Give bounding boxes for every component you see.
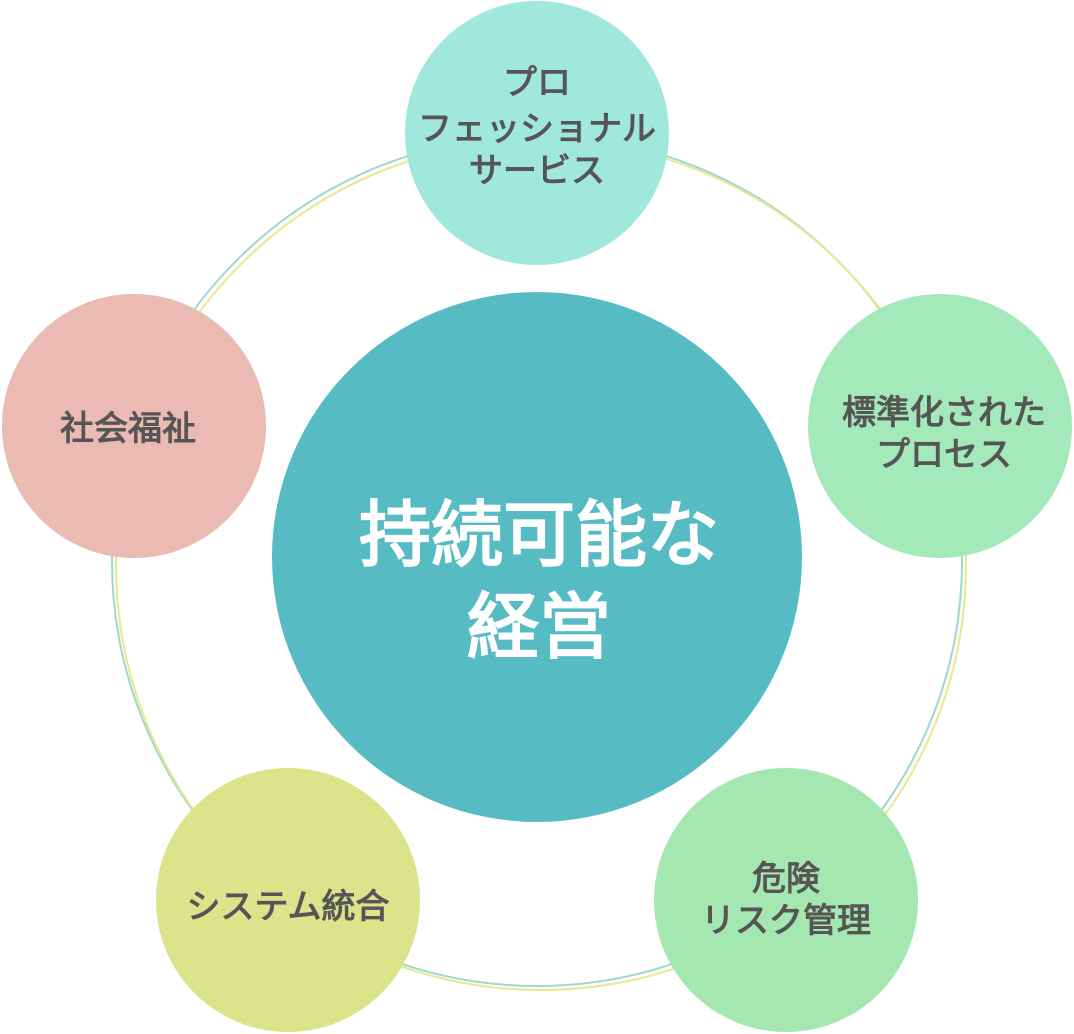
- node-label-line-2: フェッショナル: [418, 109, 656, 149]
- node-label-line-2: プロセス: [876, 435, 1012, 475]
- node-social-welfare: 社会福祉: [2, 294, 266, 558]
- center-circle: [272, 292, 802, 822]
- node-professional-services: プロ フェッショナル サービス: [405, 1, 669, 265]
- node-label-line-1: プロ: [503, 63, 571, 103]
- node-label-line-1: 危険: [752, 859, 821, 899]
- node-label-line-1: システム統合: [187, 887, 390, 927]
- node-circle: [405, 1, 669, 265]
- center-label-line-1: 持続可能な: [359, 493, 719, 577]
- node-standardized-process: 標準化された プロセス: [808, 294, 1072, 558]
- node-circle: [2, 294, 266, 558]
- node-label-line-2: リスク管理: [701, 901, 871, 941]
- node-circle: [156, 768, 420, 1032]
- center-label-line-2: 経営: [467, 585, 611, 669]
- node-circle: [654, 768, 918, 1032]
- node-risk-management: 危険 リスク管理: [654, 768, 918, 1032]
- node-circle: [808, 294, 1072, 558]
- node-system-integration: システム統合: [156, 768, 420, 1032]
- node-label-line-1: 標準化された: [842, 393, 1046, 433]
- center-hub: 持続可能な 経営: [272, 292, 802, 822]
- node-label-line-1: 社会福祉: [60, 409, 196, 449]
- node-label-line-3: サービス: [469, 151, 605, 191]
